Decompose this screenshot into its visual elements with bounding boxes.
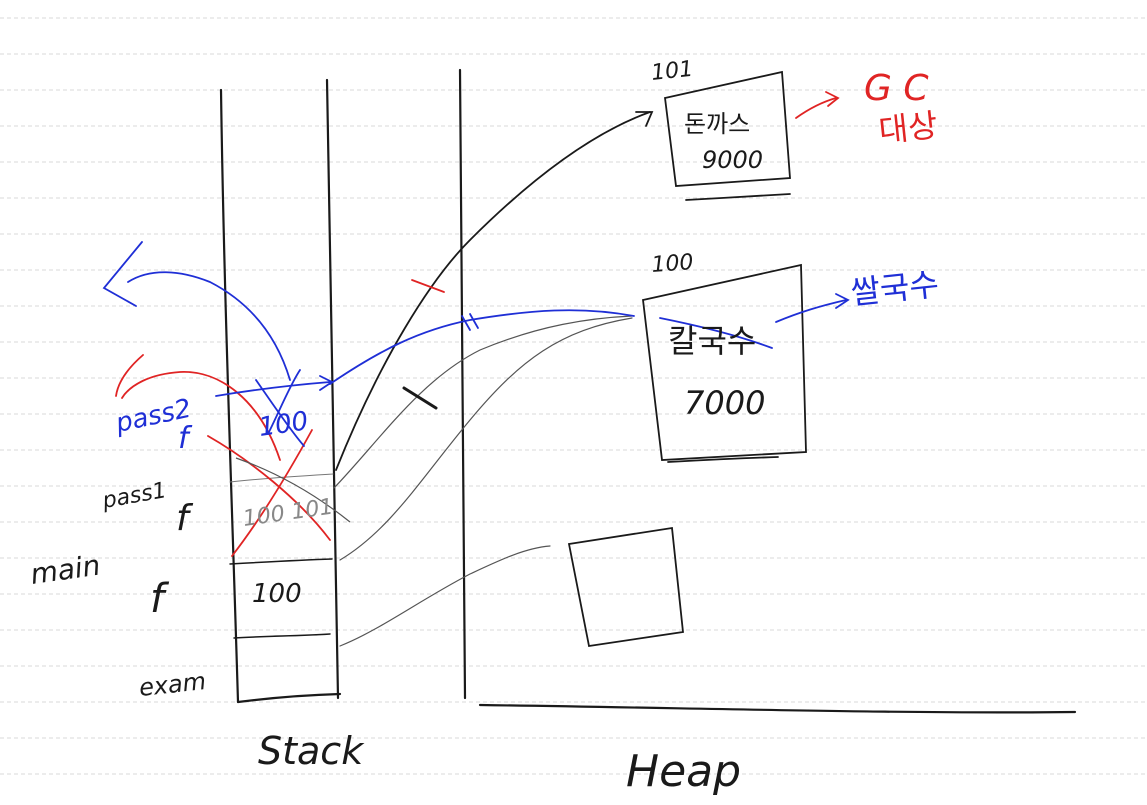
blue-pass2-to-100 — [329, 309, 635, 385]
red-return-curve — [121, 371, 281, 461]
gc-arrow — [795, 97, 837, 119]
pass1-strike-line — [235, 457, 351, 523]
red-tick — [411, 279, 445, 293]
stack-value-main: 100 — [252, 579, 302, 609]
red-cross-line-2 — [231, 429, 313, 557]
object-100-shadow — [667, 456, 779, 463]
stack-right-wall — [325, 78, 340, 700]
blue-new-arrowhead — [835, 293, 850, 309]
heap-floor — [478, 703, 1077, 714]
ref-pass1-arrowhead — [635, 111, 654, 127]
ref-main-to-100 — [339, 317, 633, 561]
frame-label-pass1: pass1 — [100, 478, 169, 514]
heap-left-wall — [458, 68, 467, 700]
gc-label: G C — [864, 68, 929, 109]
ref-pass1-to-101 — [335, 111, 651, 471]
object-100-name-old: 칼국수 — [668, 322, 756, 360]
object-101-address: 101 — [650, 57, 694, 86]
cut-mark — [402, 386, 438, 410]
gc-target-label: 대상 — [877, 106, 940, 150]
var-f-main: f — [150, 576, 170, 622]
var-f-pass2: f — [178, 421, 193, 456]
heap-object-101 — [664, 70, 791, 201]
notebook-ruling — [0, 17, 1147, 775]
stack-left-wall — [219, 88, 240, 704]
stack-divider-exam — [233, 633, 331, 639]
ref-pass1-to-100 — [333, 315, 633, 489]
blue-return-curve — [127, 271, 291, 381]
object-101-name: 돈까스 — [684, 110, 750, 138]
frame-label-exam: exam — [138, 667, 208, 702]
heap-label: Heap — [626, 746, 741, 797]
object-100-address: 100 — [651, 250, 695, 278]
var-f-pass1: f — [176, 498, 194, 539]
reference-arrows — [333, 111, 654, 647]
object-101-box — [664, 70, 791, 187]
stack-bottom — [236, 692, 342, 704]
heap-region — [458, 68, 1077, 714]
stack-value-pass2: 100 — [257, 406, 310, 443]
ref-exam-to-empty — [339, 545, 551, 647]
blue-new-arrow — [775, 299, 847, 323]
blue-cross-1 — [255, 379, 305, 447]
blue-cross-2 — [267, 369, 301, 435]
blue-return-head — [102, 241, 143, 307]
object-100-price: 7000 — [684, 384, 765, 422]
heap-object-100 — [642, 263, 807, 463]
stack-label: Stack — [258, 729, 365, 773]
blue-double-tick — [461, 313, 479, 331]
object-100-box — [642, 263, 807, 461]
red-return-hook — [115, 354, 144, 397]
stack-value-pass1: 100 101 — [241, 495, 335, 532]
heap-object-empty — [567, 526, 684, 648]
object-101-price: 9000 — [702, 146, 763, 174]
object-101-shadow — [685, 193, 791, 201]
blue-strike — [659, 317, 773, 349]
pass1-strike — [235, 457, 351, 523]
empty-object-box — [567, 526, 684, 648]
red-markings — [115, 91, 840, 557]
gc-arrowhead — [825, 91, 840, 107]
stack-divider-main-top — [229, 558, 333, 565]
new-value-label: 쌀국수 — [849, 265, 941, 312]
red-cross-line-1 — [207, 435, 331, 541]
blue-markings — [102, 241, 850, 447]
frame-label-main: main — [28, 549, 102, 591]
